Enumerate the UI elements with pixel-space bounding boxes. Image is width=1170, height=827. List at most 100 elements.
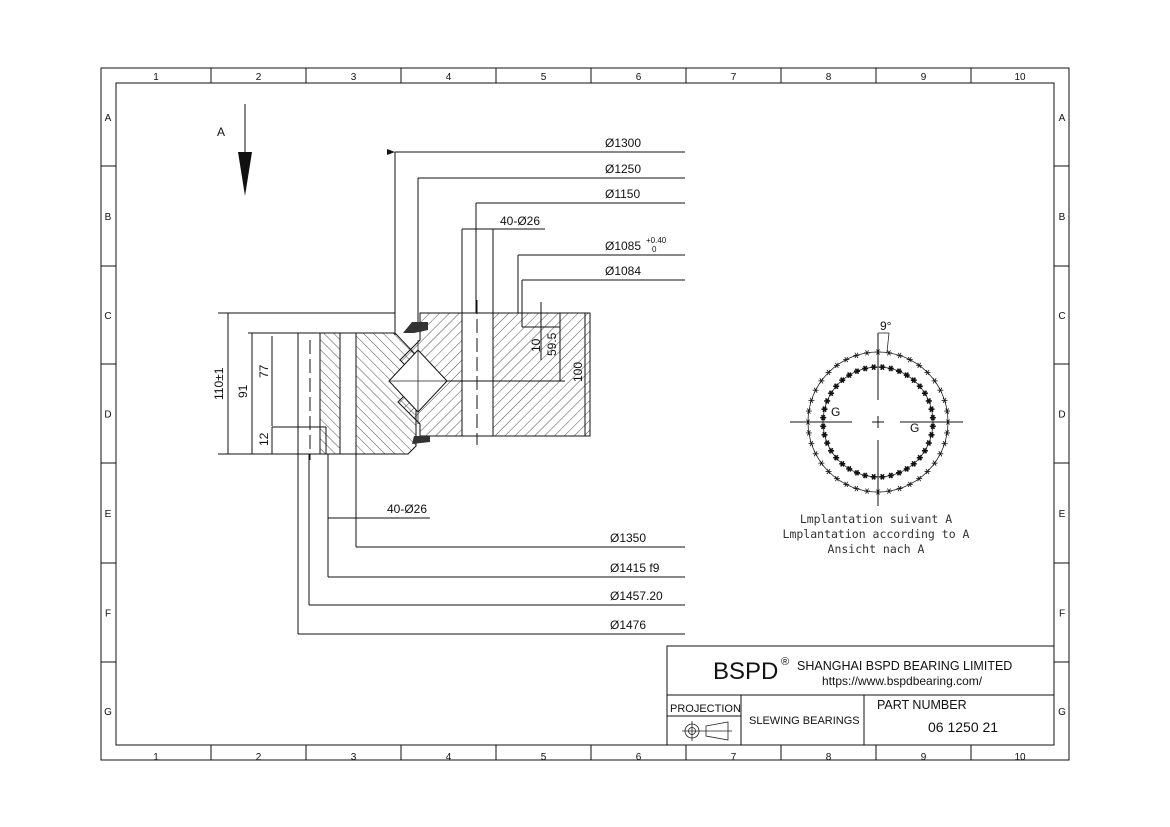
- bolt-hole-mark: [826, 369, 831, 376]
- dim-10: 10: [529, 338, 543, 352]
- bolt-hole-mark: [847, 465, 852, 472]
- g-label-left: G: [831, 405, 840, 419]
- tolerance-lower: 0: [652, 245, 657, 254]
- bolt-hole-mark: [911, 460, 916, 467]
- column-label: 7: [731, 752, 737, 763]
- bolt-hole-mark: [820, 414, 826, 421]
- bolt-hole-mark: [917, 475, 921, 482]
- dim-1250: Ø1250: [605, 162, 641, 176]
- bolt-hole-mark: [897, 352, 902, 359]
- bolt-hole-mark: [932, 378, 937, 384]
- dim-height-total: 110±1: [212, 367, 226, 400]
- bolt-hole-mark: [917, 362, 921, 369]
- bolt-hole-mark: [871, 473, 876, 480]
- row-label: C: [1058, 311, 1065, 322]
- projection-symbol-icon: [682, 721, 732, 741]
- dim-1085: Ø1085: [605, 239, 641, 253]
- company-name: SHANGHAI BSPD BEARING LIMITED: [797, 659, 1012, 673]
- column-label: 5: [541, 752, 547, 763]
- row-label: C: [104, 311, 111, 322]
- bolt-hole-mark: [835, 475, 839, 482]
- bolt-hole-mark: [922, 447, 928, 454]
- bolt-hole-mark: [824, 397, 830, 404]
- bolt-hole-mark: [926, 397, 932, 404]
- row-label: G: [104, 707, 112, 718]
- bolt-hole-mark: [819, 460, 824, 466]
- part-number: 06 1250 21: [928, 719, 998, 735]
- column-label: 10: [1014, 72, 1026, 83]
- row-label: B: [105, 212, 112, 223]
- bolt-hole-mark: [887, 350, 891, 356]
- bolt-hole-mark: [862, 365, 868, 372]
- column-label: 8: [826, 72, 832, 83]
- title-block: BSPD ® SHANGHAI BSPD BEARING LIMITED htt…: [666, 645, 1055, 746]
- bolt-hole-mark: [813, 387, 818, 394]
- bolt-hole-mark: [809, 440, 814, 447]
- hole-pattern-view: 9° G G Lmplantation suivant A Lmplantati…: [783, 319, 970, 556]
- bolt-hole-mark: [840, 460, 845, 467]
- caption-en: Lmplantation according to A: [783, 527, 970, 541]
- bolt-hole-mark: [854, 368, 860, 375]
- row-label: A: [105, 113, 112, 124]
- vertical-dimensions: 110±1 91 77 12 10 59.5 100: [212, 302, 586, 455]
- bolt-hole-mark: [822, 406, 827, 413]
- dim-77: 77: [257, 364, 271, 378]
- caption-de: Ansicht nach A: [828, 542, 925, 556]
- bolt-hole-mark: [819, 378, 824, 384]
- column-label: 6: [636, 72, 642, 83]
- bolt-hole-mark: [929, 431, 934, 438]
- bolt-hole-mark: [930, 414, 936, 421]
- row-label: B: [1059, 212, 1066, 223]
- bolt-hole-mark: [888, 472, 894, 479]
- bolt-hole-mark: [844, 356, 849, 363]
- bolt-hole-mark: [809, 397, 814, 404]
- row-label: A: [1059, 113, 1066, 124]
- column-label: 6: [636, 752, 642, 763]
- column-label: 1: [153, 752, 159, 763]
- view-arrow-a: A: [217, 104, 252, 196]
- bolt-hole-mark: [822, 431, 827, 438]
- bolt-hole-mark: [835, 362, 839, 369]
- row-label: F: [105, 609, 111, 620]
- column-label: 4: [446, 752, 452, 763]
- column-label: 5: [541, 72, 547, 83]
- bolt-hole-mark: [897, 485, 902, 492]
- column-label: 8: [826, 752, 832, 763]
- bolt-hole-mark: [888, 365, 894, 372]
- row-label: D: [1058, 410, 1065, 421]
- bolt-hole-mark: [938, 387, 943, 394]
- bolt-hole-mark: [926, 440, 932, 447]
- column-label: 10: [1014, 752, 1026, 763]
- column-label: 7: [731, 72, 737, 83]
- bolt-hole-mark: [904, 465, 909, 472]
- registered-mark: ®: [781, 656, 789, 668]
- bolt-hole-mark: [807, 430, 811, 436]
- brand-logo: BSPD: [713, 658, 778, 685]
- bolt-hole-mark: [862, 472, 868, 479]
- bolt-hole-mark: [907, 356, 912, 363]
- dim-1457: Ø1457.20: [610, 589, 663, 603]
- product-type: SLEWING BEARINGS: [749, 715, 860, 727]
- column-label: 2: [256, 72, 262, 83]
- bolt-hole-mark: [932, 460, 937, 466]
- dim-1084: Ø1084: [605, 264, 641, 278]
- dim-1350: Ø1350: [610, 531, 646, 545]
- bolt-hole-mark: [938, 450, 943, 457]
- dim-1415: Ø1415 f9: [610, 561, 660, 575]
- column-label: 1: [153, 72, 159, 83]
- bolt-hole-mark: [833, 454, 839, 461]
- dim-12: 12: [257, 432, 271, 446]
- bolt-hole-mark: [925, 468, 930, 475]
- bolt-hole-mark: [820, 423, 826, 430]
- bolt-hole-mark: [826, 468, 831, 475]
- top-dimensions: Ø1300 Ø1250 Ø1150 40-Ø26 Ø1085 +0.40 0 Ø…: [387, 136, 685, 335]
- bolt-hole-mark: [922, 390, 928, 397]
- bolt-hole-mark: [945, 408, 949, 414]
- bolt-hole-mark: [917, 454, 923, 461]
- bolt-hole-mark: [854, 469, 860, 476]
- dim-1300: Ø1300: [605, 136, 641, 150]
- row-label: F: [1059, 609, 1065, 620]
- company-website: https://www.bspdbearing.com/: [822, 674, 983, 688]
- bolt-hole-mark: [865, 350, 869, 356]
- dim-59-5: 59.5: [545, 332, 559, 356]
